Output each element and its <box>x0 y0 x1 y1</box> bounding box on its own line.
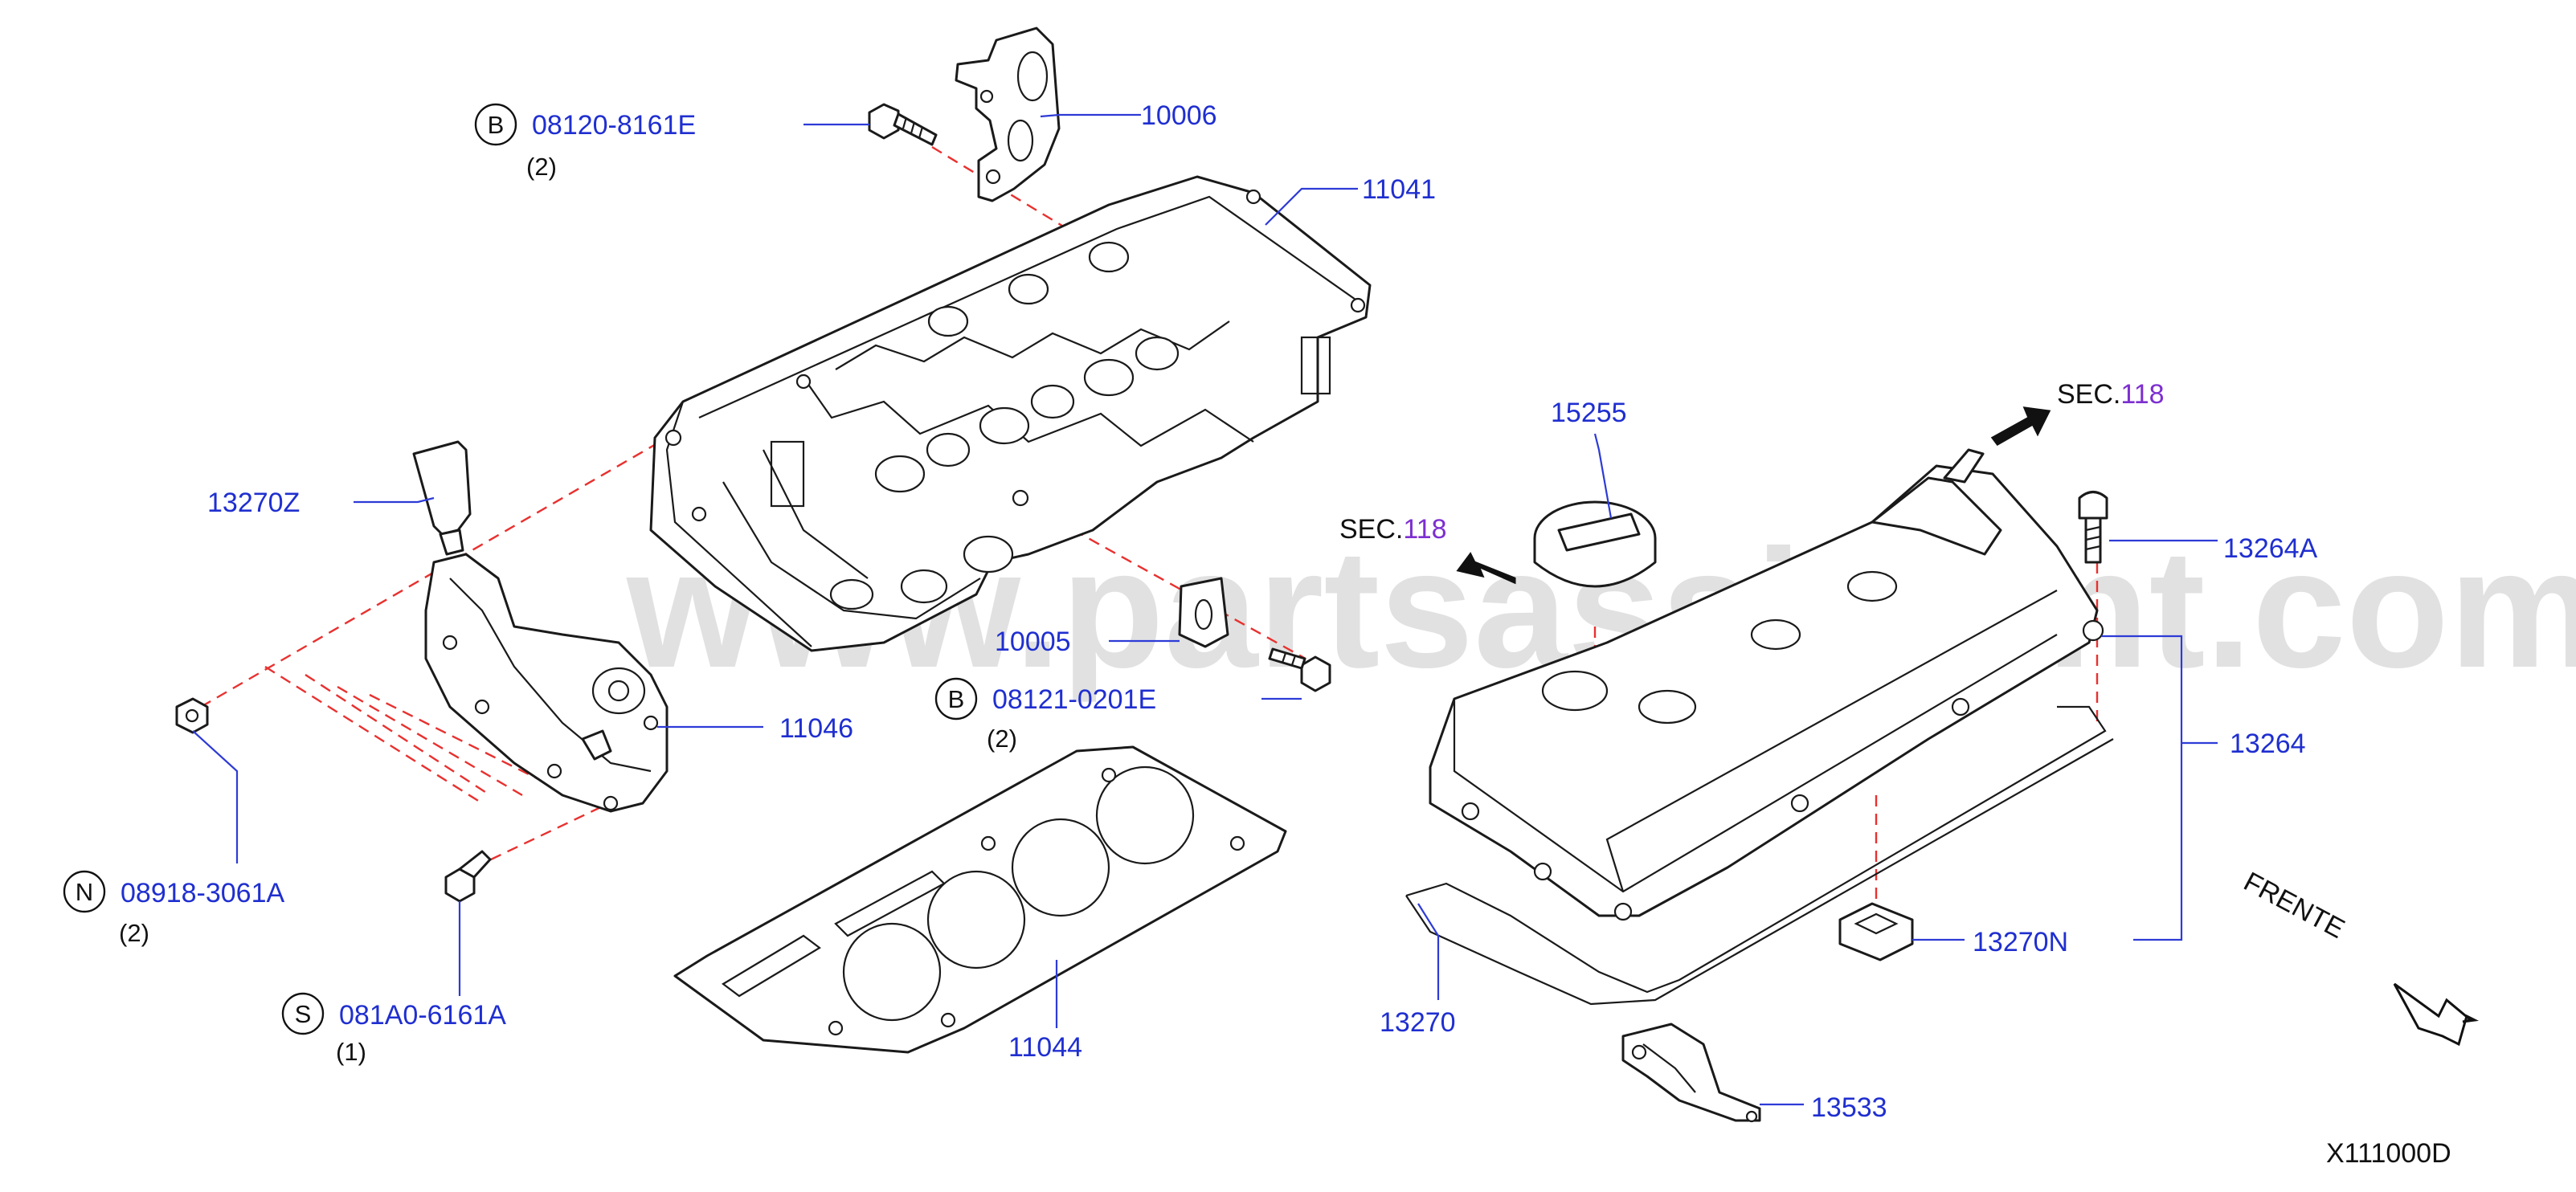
sec-118-middle-label: SEC.118 <box>1339 514 1447 545</box>
bolt-08121-0201e <box>1268 647 1331 692</box>
label-13270n: 13270N <box>1973 927 2068 957</box>
rocker-cover <box>1429 448 2104 921</box>
part-number: 081A0-6161A <box>339 1000 506 1031</box>
fastener-callout-08121-0201e: B 08121-0201E (2) <box>934 677 1156 753</box>
plate-10005 <box>1178 577 1229 648</box>
part-number: 08121-0201E <box>992 684 1156 715</box>
fastener-callout-08918-3061a: N 08918-3061A (2) <box>63 870 285 947</box>
part-number: 08120-8161E <box>532 110 696 141</box>
head-gasket-11044 <box>673 745 1287 1054</box>
nut-08918-3061a <box>175 697 209 734</box>
label-13264: 13264 <box>2230 729 2306 759</box>
leader-lines <box>192 113 2218 1106</box>
cylinder-head-11041 <box>649 175 1372 652</box>
diagram-code: X111000D <box>2326 1138 2451 1169</box>
label-13270: 13270 <box>1380 1007 1456 1038</box>
marker-letter: S <box>295 1000 312 1028</box>
oil-filler-cap-15255 <box>1533 500 1657 588</box>
liquid-gasket-tube-13270z <box>412 440 472 556</box>
label-13270z: 13270Z <box>207 488 300 518</box>
quantity: (2) <box>526 153 557 181</box>
marker-circle <box>281 992 325 1035</box>
front-cover-11046 <box>424 553 669 813</box>
marker-letter: B <box>488 111 505 139</box>
bolt-081a0-6161a <box>444 850 492 903</box>
label-13264a: 13264A <box>2223 533 2318 564</box>
label-11046: 11046 <box>779 713 853 744</box>
front-direction-arrow <box>2393 982 2480 1047</box>
marker-letter: B <box>948 685 965 713</box>
quantity: (2) <box>119 919 149 947</box>
marker-circle <box>474 103 517 146</box>
fastener-callout-081a0-6161a: S 081A0-6161A (1) <box>281 992 506 1066</box>
part-number: 08918-3061A <box>121 878 285 908</box>
marker-letter: N <box>76 878 93 906</box>
label-10006: 10006 <box>1141 100 1217 131</box>
fastener-callout-08120-8161e: B 08120-8161E (2) <box>474 103 696 181</box>
marker-circle <box>63 870 106 913</box>
rear-bracket-10006 <box>955 27 1061 202</box>
label-10005: 10005 <box>995 627 1071 657</box>
bolt-13264a <box>2078 491 2108 564</box>
bracket-13533 <box>1621 1023 1761 1123</box>
bolt-08120-8161e <box>868 103 938 146</box>
rocker-cover-gasket-13270 <box>1405 705 2114 1006</box>
sec-118-upper-arrow <box>1990 406 2051 446</box>
grommet-13270n <box>1838 902 1914 961</box>
label-11044: 11044 <box>1008 1032 1082 1063</box>
label-13533: 13533 <box>1811 1092 1887 1123</box>
quantity: (2) <box>987 725 1017 753</box>
sec-118-middle-arrow <box>1456 552 1516 585</box>
marker-circle <box>934 677 978 721</box>
quantity: (1) <box>336 1038 366 1066</box>
label-15255: 15255 <box>1551 398 1627 428</box>
front-direction-label: FRENTE <box>2239 867 2349 945</box>
sec-118-upper-label: SEC.118 <box>2057 379 2165 410</box>
label-11041: 11041 <box>1362 174 1436 205</box>
